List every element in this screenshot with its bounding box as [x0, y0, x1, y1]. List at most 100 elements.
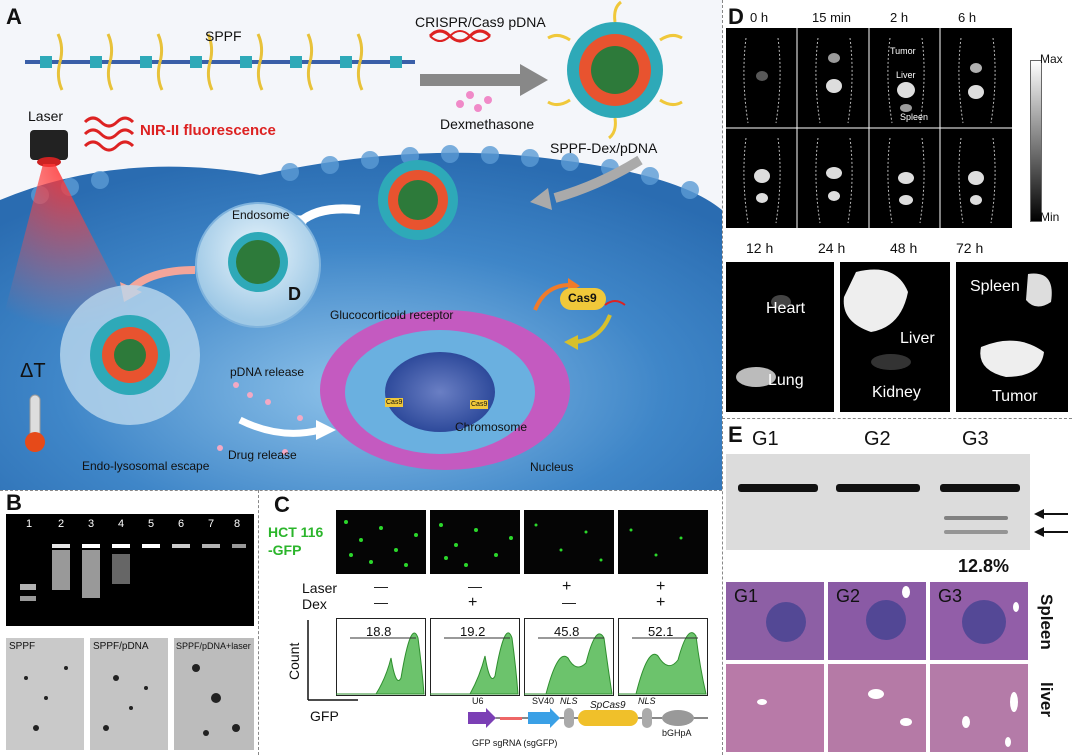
plasmid-u6: U6 [472, 696, 484, 706]
t7e1-bands [738, 484, 1020, 534]
laser-sign-2: — [468, 578, 482, 594]
glucocorticoid-label: Glucocorticoid receptor [330, 308, 454, 322]
organ-kidney: Kidney [872, 384, 921, 401]
cas9-small-2: Cas9 [470, 400, 489, 409]
plasmid-spcas9: SpCas9 [590, 700, 626, 711]
escape-label: Endo-lysosomal escape [82, 459, 210, 473]
organ-liver-exvivo: Liver [900, 330, 935, 347]
cleavage-arrows [1034, 509, 1068, 537]
time-0h: 0 h [750, 10, 769, 25]
time-2h: 2 h [890, 10, 909, 25]
gel-image [6, 514, 254, 626]
intensity-scale-bar [1030, 60, 1042, 222]
delta-t-label: ΔT [20, 360, 46, 382]
divider-horizontal-left [0, 490, 722, 491]
lane-6: 6 [178, 518, 185, 530]
panel-e-label: E [728, 422, 743, 447]
lane-3: 3 [88, 518, 95, 530]
count-axes [307, 620, 358, 701]
time-6h: 6 h [958, 10, 977, 25]
divider-horizontal-de [722, 418, 1072, 419]
time-15min: 15 min [812, 10, 852, 25]
histo-group-1: G1 [734, 586, 759, 606]
panel-a-label: A [6, 4, 22, 29]
time-48h: 48 h [890, 240, 918, 256]
hist-value-3: 45.8 [554, 624, 580, 639]
panel-a: A SPPF CRISPR/Cas9 pDNA Dexmethasone SPP… [0, 0, 722, 490]
d-label: D [288, 284, 301, 304]
histo-group-3: G3 [938, 586, 963, 606]
sppf-dex-label: SPPF-Dex/pDNA [550, 140, 658, 156]
histo-group-2: G2 [836, 586, 861, 606]
dex-sign-1: — [374, 594, 388, 610]
panel-e: E G1 G2 G3 12.8% G1 G2 G3 Spleen liver [722, 418, 1072, 755]
laser-label: Laser [28, 108, 64, 124]
organ-liver: Liver [896, 70, 916, 80]
histo-liver-2 [828, 664, 926, 752]
plasmid-schematic [468, 708, 708, 728]
histo-liver-1 [726, 664, 824, 752]
crispr-label: CRISPR/Cas9 pDNA [415, 14, 546, 30]
panel-c-label: C [274, 492, 290, 517]
organ-lung: Lung [768, 372, 804, 389]
tem-label-1: SPPF [9, 641, 36, 652]
lane-7: 7 [208, 518, 215, 530]
organ-spleen: Spleen [900, 112, 929, 122]
dex-sign-3: — [562, 594, 576, 610]
time-72h: 72 h [956, 240, 984, 256]
gel-group-1: G1 [752, 428, 779, 450]
imaging-mice [726, 28, 1012, 228]
lane-8: 8 [234, 518, 241, 530]
fluor-cells [344, 520, 683, 567]
dexmethasone-label: Dexmethasone [440, 116, 535, 132]
scale-max: Max [1040, 52, 1063, 66]
time-12h: 12 h [746, 240, 774, 256]
exvivo-organs [736, 269, 1052, 387]
organ-tumor: Tumor [890, 46, 916, 56]
row-label-liver: liver [1037, 682, 1056, 717]
scale-min: Min [1040, 210, 1060, 224]
organ-tumor-exvivo: Tumor [992, 388, 1038, 405]
cas9-small-1: Cas9 [385, 398, 404, 407]
panel-b-label: B [6, 490, 22, 515]
tem-image-2 [90, 638, 168, 750]
gel-group-2: G2 [864, 428, 891, 450]
lane-2: 2 [58, 518, 65, 530]
sppf-label: SPPF [205, 28, 242, 44]
fluor-image-2 [430, 510, 520, 574]
tem-image-1 [6, 638, 84, 750]
lane-1: 1 [26, 518, 33, 530]
cell-label-1: HCT 116 [268, 524, 324, 540]
lane-5: 5 [148, 518, 155, 530]
fluor-image-3 [524, 510, 614, 574]
panel-d-label: D [728, 4, 744, 29]
drug-release-label: Drug release [228, 448, 297, 462]
histogram-curves [336, 632, 707, 695]
cleavage-percent: 12.8% [958, 556, 1010, 576]
gel-bands [20, 544, 246, 601]
laser-sign-3: + [562, 578, 572, 595]
histo-details [757, 586, 1019, 747]
panel-b: B 1 2 3 4 5 6 7 8 SPPF SPPF/pDNA SPPF/pD… [0, 490, 258, 755]
fluor-image-1 [336, 510, 426, 574]
hist-value-4: 52.1 [648, 624, 674, 639]
nir-label: NIR-II fluorescence [140, 122, 276, 139]
t7e1-gel [726, 454, 1030, 550]
dex-sign-4: + [656, 594, 666, 611]
dex-row-label: Dex [302, 596, 327, 612]
tem-label-2: SPPF/pDNA [93, 641, 149, 652]
organ-spleen-exvivo: Spleen [970, 278, 1020, 295]
dex-sign-2: + [468, 594, 478, 611]
laser-row-label: Laser [302, 580, 338, 596]
plasmid-nls1: NLS [560, 696, 578, 706]
laser-sign-4: + [656, 578, 666, 595]
lane-4: 4 [118, 518, 125, 530]
exvivo-image-1 [726, 262, 834, 412]
time-24h: 24 h [818, 240, 846, 256]
laser-sign-1: — [374, 578, 388, 594]
panel-d: D 0 h 15 min 2 h 6 h Tum [722, 0, 1072, 418]
panel-a-illustration [0, 0, 722, 490]
endosome-label: Endosome [232, 208, 290, 222]
divider-vertical-right [722, 0, 723, 755]
gfp-axis-label: GFP [310, 708, 339, 724]
